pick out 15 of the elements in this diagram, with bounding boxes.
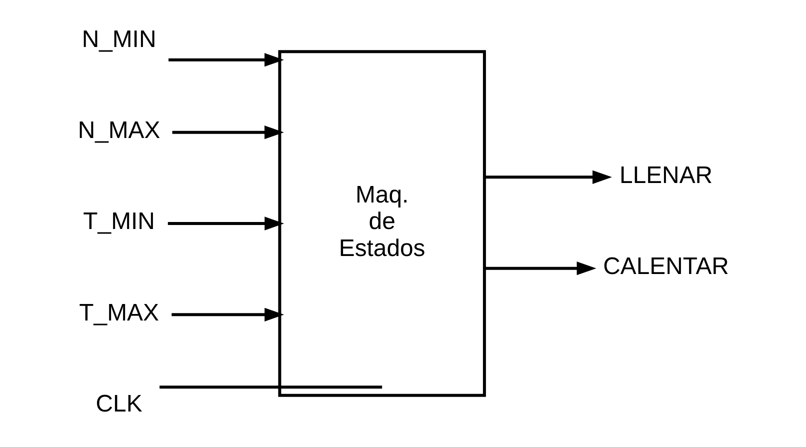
node-text: N_MIN [82,26,156,53]
arrow [484,170,612,184]
node-text: T_MAX [79,299,159,326]
node-text: LLENAR [620,162,713,189]
connector [160,386,382,389]
node-text: CALENTAR [603,253,729,280]
node-box: Maq. de Estados [278,50,486,397]
arrow [172,126,284,140]
arrow [172,308,284,322]
arrow [484,262,596,276]
node-text: CLK [96,390,142,418]
arrow [168,216,284,230]
node-text: N_MAX [78,117,160,144]
arrow [168,53,284,67]
node-text: T_MIN [83,208,155,236]
